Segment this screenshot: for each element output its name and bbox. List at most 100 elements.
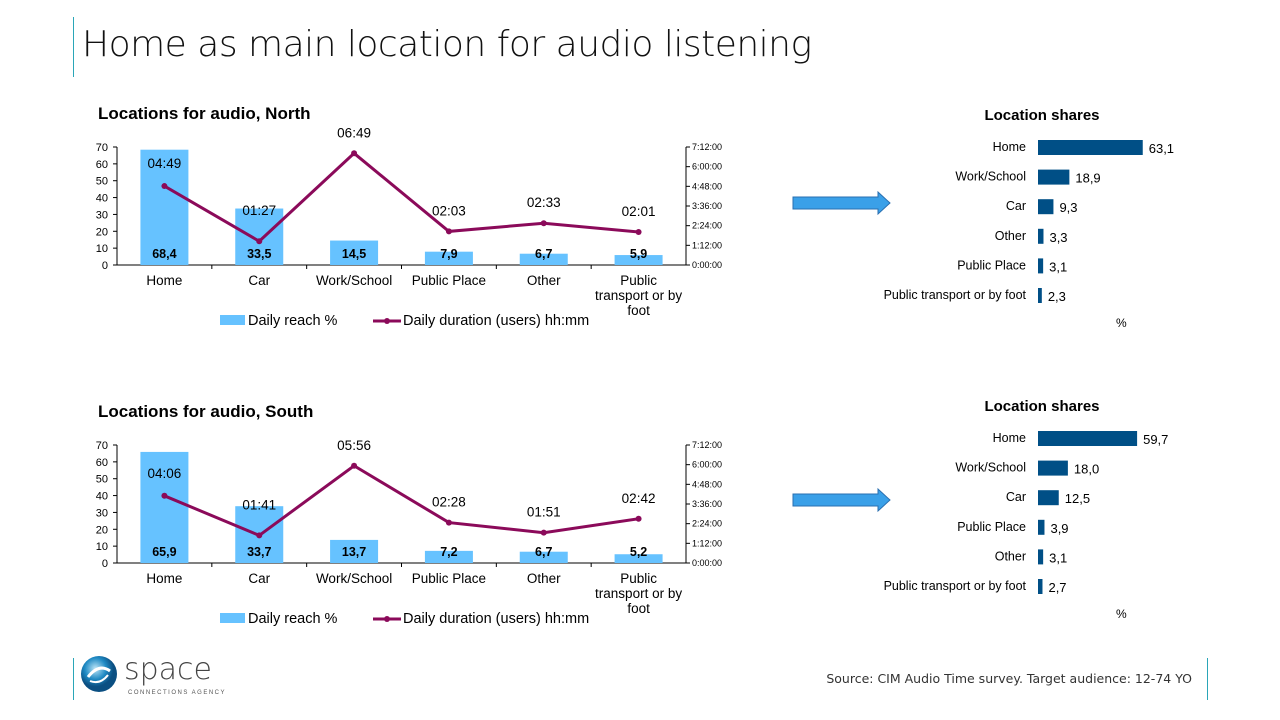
hbar-category-label: Public transport or by foot bbox=[884, 579, 1027, 593]
duration-point bbox=[351, 150, 358, 157]
y-tick-label: 30 bbox=[96, 209, 108, 221]
duration-point bbox=[445, 519, 452, 526]
hbar-value-label: 3,9 bbox=[1050, 521, 1068, 536]
hbar-bar bbox=[1038, 579, 1043, 594]
bar-value-label: 68,4 bbox=[152, 247, 176, 261]
duration-point bbox=[256, 532, 263, 539]
title-accent-line bbox=[73, 17, 74, 77]
hbar-value-label: 59,7 bbox=[1143, 432, 1168, 447]
duration-label: 04:49 bbox=[148, 156, 182, 171]
x-category-label: Public Place bbox=[412, 571, 486, 586]
x-category-label: Public Place bbox=[412, 273, 486, 288]
y-tick-label: 50 bbox=[96, 474, 108, 486]
hbar-value-label: 9,3 bbox=[1059, 200, 1077, 215]
y2-tick-label: 3:36:00 bbox=[692, 499, 722, 509]
bar-value-label: 13,7 bbox=[342, 545, 366, 559]
y-tick-label: 30 bbox=[96, 507, 108, 519]
bar-public-transport-or-by-foot bbox=[614, 554, 663, 563]
y-tick-label: 0 bbox=[102, 260, 108, 272]
arrow-right-icon bbox=[792, 190, 891, 216]
y-tick-label: 60 bbox=[96, 457, 108, 469]
duration-label: 02:01 bbox=[622, 204, 656, 219]
bar-home bbox=[140, 451, 189, 563]
y2-tick-label: 0:00:00 bbox=[692, 558, 722, 568]
y-tick-label: 70 bbox=[96, 440, 108, 452]
hbar-bar bbox=[1038, 258, 1044, 274]
bar-public-place bbox=[424, 550, 473, 563]
hbar-value-label: 18,9 bbox=[1075, 171, 1100, 186]
hbar-category-label: Public Place bbox=[957, 520, 1026, 534]
duration-point bbox=[635, 515, 642, 522]
hbar-category-label: Home bbox=[993, 140, 1026, 154]
legend-label-reach: Daily reach % bbox=[248, 611, 338, 627]
hbar-value-label: 2,7 bbox=[1048, 580, 1066, 595]
x-category-label: Work/School bbox=[316, 571, 392, 586]
y-tick-label: 40 bbox=[96, 491, 108, 503]
bar-value-label: 5,2 bbox=[630, 545, 647, 559]
hbar-category-label: Other bbox=[995, 549, 1026, 563]
duration-point bbox=[256, 238, 263, 245]
duration-point bbox=[161, 492, 168, 499]
hbar-unit: % bbox=[1116, 316, 1127, 330]
hbar-category-label: Car bbox=[1006, 199, 1026, 213]
y2-tick-label: 3:36:00 bbox=[692, 201, 722, 211]
duration-label: 01:41 bbox=[242, 497, 276, 512]
y2-tick-label: 7:12:00 bbox=[692, 142, 722, 152]
hbar-category-label: Public Place bbox=[957, 258, 1026, 272]
logo-tagline: CONNECTIONS AGENCY bbox=[128, 690, 226, 696]
bar-value-label: 33,5 bbox=[247, 247, 271, 261]
legend-label-duration: Daily duration (users) hh:mm bbox=[403, 313, 589, 329]
legend-swatch-reach bbox=[220, 613, 245, 623]
hbar-category-label: Work/School bbox=[955, 170, 1026, 184]
y2-tick-label: 1:12:00 bbox=[692, 240, 722, 250]
y2-tick-label: 4:48:00 bbox=[692, 479, 722, 489]
chart-title: Locations for audio, South bbox=[98, 402, 313, 421]
hbar-title: Location shares bbox=[984, 107, 1099, 124]
hbar-category-label: Other bbox=[995, 229, 1026, 243]
source-note: Source: CIM Audio Time survey. Target au… bbox=[826, 671, 1192, 686]
y-tick-label: 20 bbox=[96, 226, 108, 238]
bar-car bbox=[235, 208, 284, 265]
duration-label: 01:27 bbox=[242, 203, 276, 218]
page-title: Home as main location for audio listenin… bbox=[82, 24, 812, 65]
legend-marker-duration bbox=[384, 616, 390, 622]
hbar-bar bbox=[1038, 288, 1042, 303]
x-category-label: Other bbox=[527, 571, 561, 586]
y2-tick-label: 0:00:00 bbox=[692, 260, 722, 270]
footer-left-line bbox=[73, 658, 74, 700]
hbar-value-label: 3,1 bbox=[1049, 259, 1067, 274]
bar-value-label: 14,5 bbox=[342, 247, 366, 261]
y-tick-label: 10 bbox=[96, 541, 108, 553]
y-tick-label: 0 bbox=[102, 558, 108, 570]
hbar-value-label: 18,0 bbox=[1074, 462, 1099, 477]
bar-value-label: 6,7 bbox=[535, 247, 552, 261]
x-category-label: Car bbox=[248, 273, 270, 288]
bar-work-school bbox=[330, 539, 379, 563]
duration-label: 02:03 bbox=[432, 203, 466, 218]
x-category-label: Home bbox=[146, 273, 182, 288]
bar-work-school bbox=[330, 240, 379, 265]
bar-value-label: 33,7 bbox=[247, 545, 271, 559]
bar-public-place bbox=[424, 251, 473, 265]
legend-swatch-reach bbox=[220, 315, 245, 325]
bar-public-transport-or-by-foot bbox=[614, 255, 663, 265]
logo-wordmark: space bbox=[124, 655, 212, 687]
hbar-value-label: 63,1 bbox=[1149, 141, 1174, 156]
bar-other bbox=[519, 551, 568, 563]
duration-line bbox=[163, 151, 639, 244]
bar-home bbox=[140, 149, 189, 265]
duration-point bbox=[161, 183, 168, 190]
y2-tick-label: 6:00:00 bbox=[692, 162, 722, 172]
duration-label: 02:42 bbox=[622, 491, 656, 506]
hbar-bar bbox=[1038, 431, 1138, 446]
hbar-category-label: Car bbox=[1006, 490, 1026, 504]
hbar-bar bbox=[1038, 549, 1044, 565]
hbar-bar bbox=[1038, 169, 1070, 185]
x-category-label: Other bbox=[527, 273, 561, 288]
legend-label-duration: Daily duration (users) hh:mm bbox=[403, 611, 589, 627]
duration-label: 04:06 bbox=[148, 466, 182, 481]
hbar-category-label: Work/School bbox=[955, 461, 1026, 475]
